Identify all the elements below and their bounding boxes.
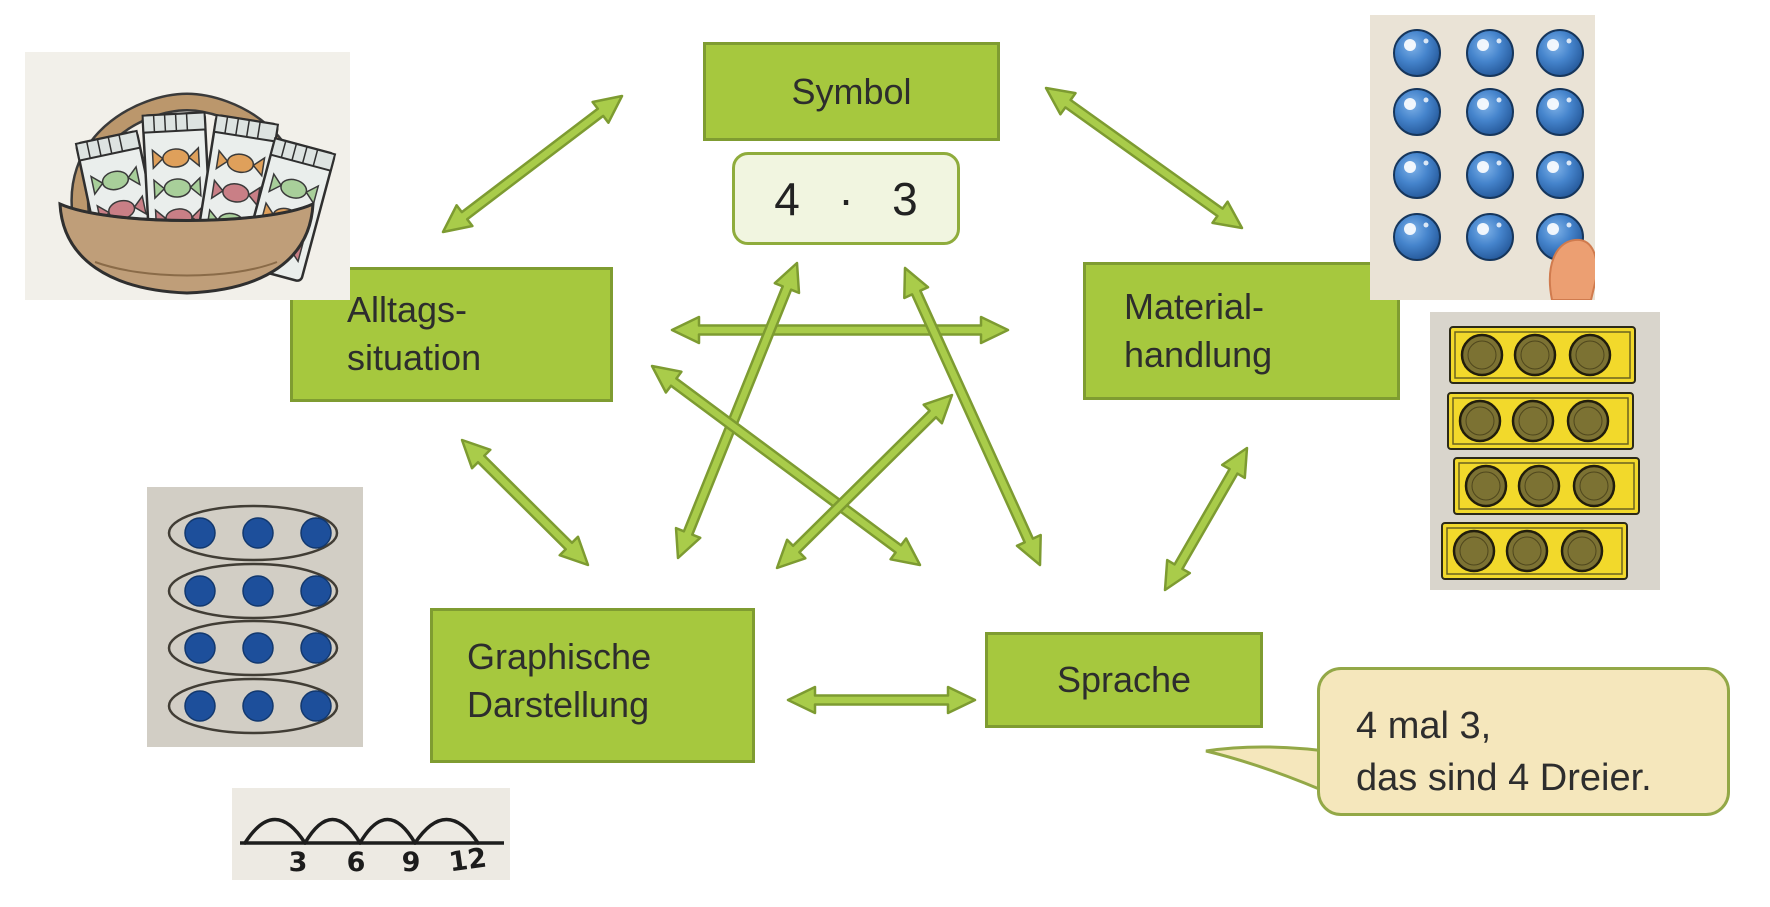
coin-strip: [1453, 457, 1640, 515]
arrow-materialhandlung-sprache: [1163, 446, 1249, 592]
node-materialhandlung-line2: handlung: [1124, 334, 1273, 375]
number-line-jump: [358, 817, 417, 845]
node-symbol: Symbol: [703, 42, 1000, 141]
number-line-label-9: 9: [402, 847, 421, 878]
node-materialhandlung-line1: Material-: [1124, 286, 1265, 327]
node-materialhandlung: Material- handlung: [1083, 262, 1400, 400]
speech-bubble-line2: das sind 4 Dreier.: [1356, 757, 1652, 799]
oval-group: [167, 504, 339, 562]
bead: [1536, 29, 1584, 77]
arrow-alltagssituation-materialhandlung: [670, 315, 1010, 345]
bead: [1466, 29, 1514, 77]
ovals-grid: [167, 504, 339, 735]
node-sprache-label: Sprache: [1056, 659, 1192, 700]
blue-beads-photo: [1370, 15, 1595, 300]
arrow-graphische_darstellung-sprache: [786, 685, 977, 715]
node-alltagssituation-line1: Alltags-: [347, 289, 468, 330]
number-line-jump: [303, 817, 362, 845]
coin-strip: [1441, 522, 1628, 580]
bead: [1393, 29, 1441, 77]
node-symbol-label: Symbol: [791, 70, 912, 112]
number-line-photo: 3 6 9 12: [232, 788, 510, 880]
bead: [1536, 88, 1584, 136]
bead: [1393, 213, 1441, 261]
oval-group: [167, 619, 339, 677]
expression-box: 4 · 3: [732, 152, 960, 245]
basket-candy-bags-photo: [25, 52, 350, 300]
fingertip: [1548, 238, 1595, 300]
number-line-label-3: 3: [289, 847, 308, 878]
ovals-dots-photo: [147, 487, 363, 747]
arrow-alltagssituation-symbol: [441, 94, 624, 234]
beads-grid: [1393, 29, 1584, 261]
number-line-jump: [243, 817, 307, 845]
arrow-graphische_darstellung-symbol: [674, 261, 801, 560]
arrow-graphische_darstellung-materialhandlung: [775, 393, 954, 570]
speech-bubble-line1: 4 mal 3,: [1356, 705, 1492, 747]
arrow-alltagssituation-sprache: [650, 364, 922, 567]
node-graphische-darstellung-line1: Graphische: [467, 636, 652, 677]
basket-rim: [59, 202, 314, 222]
oval-group: [167, 562, 339, 620]
bead: [1393, 88, 1441, 136]
number-line-arcs: [243, 817, 480, 845]
coin-strips-grid: [1441, 326, 1640, 580]
node-alltagssituation: Alltags- situation: [290, 267, 613, 402]
expression-text: 4 · 3: [774, 172, 931, 225]
arrow-alltagssituation-graphische_darstellung: [460, 438, 590, 567]
bead: [1466, 88, 1514, 136]
arrow-sprache-symbol: [903, 266, 1042, 567]
bead: [1466, 213, 1514, 261]
node-graphische-darstellung: Graphische Darstellung: [430, 608, 755, 763]
oval-group: [167, 677, 339, 735]
arrow-symbol-materialhandlung: [1044, 86, 1244, 230]
number-line-background: [232, 788, 510, 880]
speech-bubble: 4 mal 3, das sind 4 Dreier.: [1317, 667, 1730, 816]
number-line-jump: [413, 817, 480, 845]
coin-strips-photo: [1430, 312, 1660, 590]
bead: [1466, 151, 1514, 199]
coin-strip: [1447, 392, 1634, 450]
number-line-label-12: 12: [447, 843, 489, 879]
basket-texture-line: [94, 261, 278, 277]
node-alltagssituation-line2: situation: [347, 337, 482, 378]
bead: [1393, 151, 1441, 199]
number-line-label-6: 6: [347, 847, 366, 878]
bead: [1536, 151, 1584, 199]
node-graphische-darstellung-line2: Darstellung: [467, 684, 650, 725]
speech-bubble-tail: [1205, 745, 1342, 801]
node-sprache: Sprache: [985, 632, 1263, 728]
coin-strip: [1449, 326, 1636, 384]
